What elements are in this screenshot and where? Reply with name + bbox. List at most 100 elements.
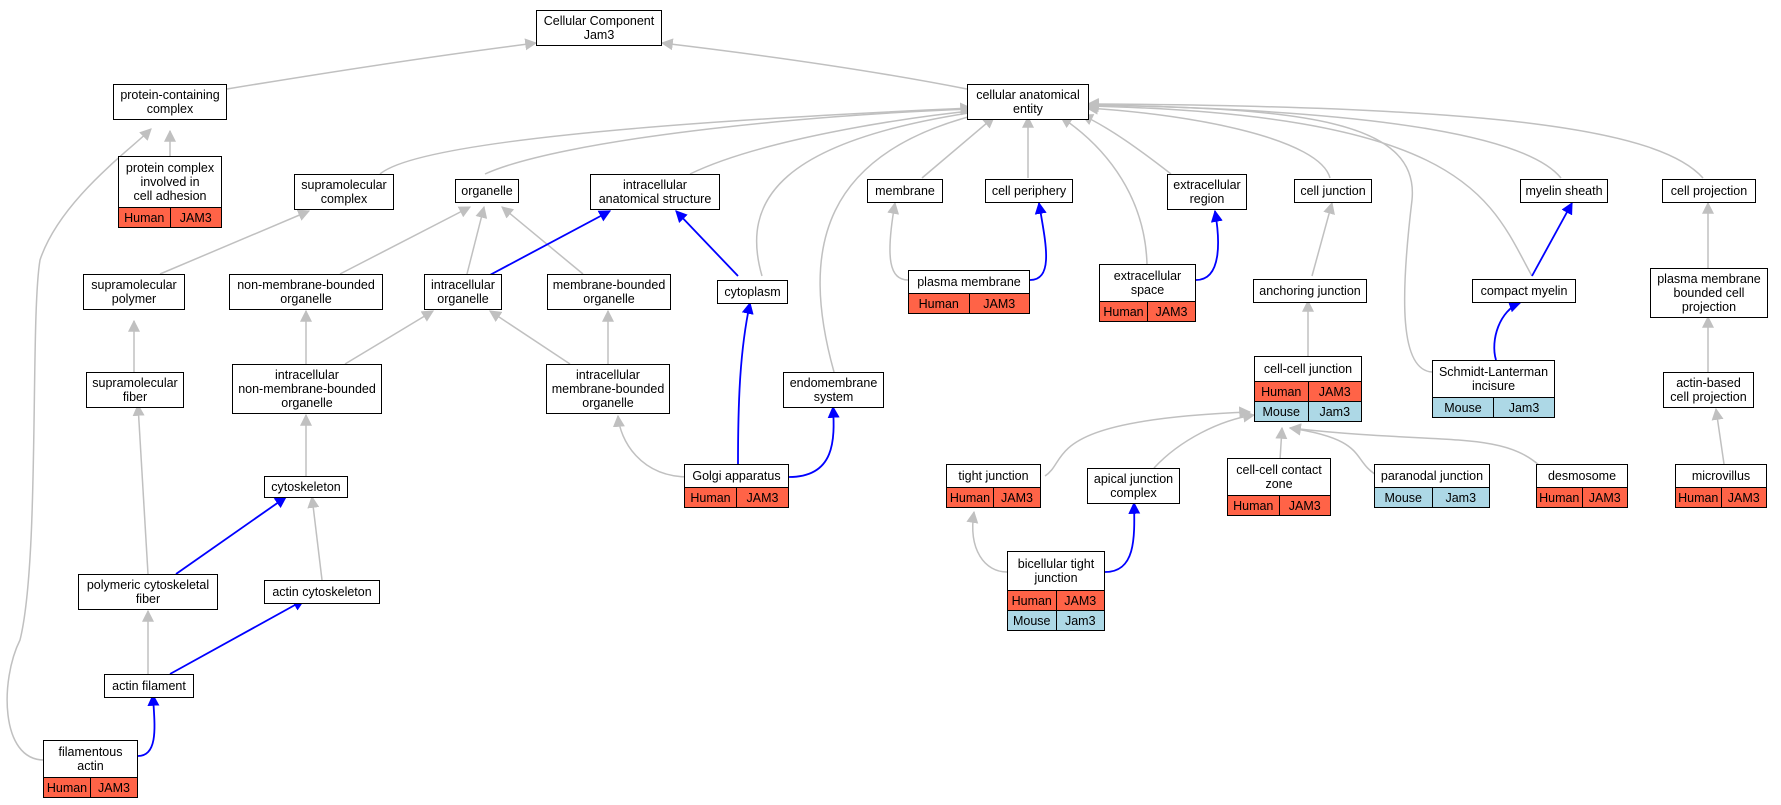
gene-cell: JAM3 bbox=[1581, 488, 1628, 507]
node-label: microvillus bbox=[1691, 469, 1751, 483]
node-intracellular-organelle[interactable]: intracellular organelle bbox=[424, 274, 502, 310]
node-supramolecular-polymer[interactable]: supramolecular polymer bbox=[83, 274, 185, 310]
node-label: endomembrane system bbox=[789, 376, 878, 404]
gene-cell: JAM3 bbox=[1055, 591, 1105, 610]
node-cytoskeleton[interactable]: cytoskeleton bbox=[264, 476, 348, 498]
node-label: cytoplasm bbox=[724, 285, 781, 299]
edge-ms-cae bbox=[1086, 99, 1562, 179]
node-intracellular-membrane-bounded-organelle[interactable]: intracellular membrane-bounded organelle bbox=[546, 364, 670, 414]
gene-cell: Jam3 bbox=[1493, 398, 1554, 417]
node-actin-cytoskeleton[interactable]: actin cytoskeleton bbox=[264, 580, 380, 604]
edge-ecr-cae bbox=[1080, 114, 1172, 175]
node-compact-myelin[interactable]: compact myelin bbox=[1472, 279, 1576, 303]
node-label: supramolecular polymer bbox=[91, 278, 177, 306]
edge-fa-pcc bbox=[6, 128, 152, 761]
node-label: cell periphery bbox=[991, 184, 1067, 198]
node-cellular-component-jam3[interactable]: Cellular Component Jam3 bbox=[536, 10, 662, 46]
node-anchoring-junction[interactable]: anchoring junction bbox=[1253, 279, 1367, 303]
node-polymeric-cytoskeletal-fiber[interactable]: polymeric cytoskeletal fiber bbox=[78, 574, 218, 610]
node-protein-complex-involved-in-cell-adhesion[interactable]: protein complex involved in cell adhesio… bbox=[118, 156, 222, 228]
species-cell: Human bbox=[1678, 490, 1719, 505]
node-cell-periphery[interactable]: cell periphery bbox=[985, 179, 1073, 203]
node-non-membrane-bounded-organelle[interactable]: non-membrane-bounded organelle bbox=[229, 274, 383, 310]
node-label: actin cytoskeleton bbox=[272, 585, 372, 599]
edge-smp-smc bbox=[159, 209, 311, 275]
edge-pj-ccj bbox=[1288, 423, 1379, 477]
node-paranodal-junction[interactable]: paranodal junction Mouse Jam3 bbox=[1374, 464, 1490, 508]
node-myelin-sheath[interactable]: myelin sheath bbox=[1520, 179, 1608, 203]
node-label: cell junction bbox=[1300, 184, 1366, 198]
node-schmidt-lanterman-incisure[interactable]: Schmidt-Lanterman incisure Mouse Jam3 bbox=[1432, 360, 1555, 418]
edge-smc-cae bbox=[379, 102, 973, 175]
is-a-edges bbox=[6, 38, 1725, 761]
node-label: cellular anatomical entity bbox=[976, 88, 1080, 116]
edge-tj-ccj bbox=[1044, 406, 1252, 477]
node-actin-filament[interactable]: actin filament bbox=[104, 674, 194, 698]
node-intracellular-non-membrane-bounded-organelle[interactable]: intracellular non-membrane-bounded organ… bbox=[232, 364, 382, 414]
node-cell-projection[interactable]: cell projection bbox=[1662, 179, 1756, 203]
node-label: supramolecular fiber bbox=[92, 376, 178, 404]
node-label: non-membrane-bounded organelle bbox=[237, 278, 375, 306]
edge-cae-root bbox=[660, 38, 968, 90]
node-label: myelin sheath bbox=[1525, 184, 1603, 198]
node-plasma-membrane[interactable]: plasma membrane Human JAM3 bbox=[908, 270, 1030, 314]
edge-pm-cp bbox=[1029, 201, 1047, 281]
node-filamentous-actin[interactable]: filamentous actin Human JAM3 bbox=[43, 740, 138, 798]
node-label: membrane-bounded organelle bbox=[552, 278, 666, 306]
annotation-row-human: Human JAM3 bbox=[1255, 381, 1361, 401]
node-apical-junction-complex[interactable]: apical junction complex bbox=[1087, 468, 1180, 504]
node-intracellular-anatomical-structure[interactable]: intracellular anatomical structure bbox=[590, 174, 720, 210]
edge-sli-cm bbox=[1493, 300, 1522, 361]
edge-cyto-ias bbox=[675, 210, 739, 277]
node-tight-junction[interactable]: tight junction Human JAM3 bbox=[946, 464, 1041, 508]
node-membrane[interactable]: membrane bbox=[867, 179, 943, 203]
node-cell-cell-contact-zone[interactable]: cell-cell contact zone Human JAM3 bbox=[1227, 458, 1331, 516]
node-label: actin filament bbox=[112, 679, 186, 693]
node-extracellular-space[interactable]: extracellular space Human JAM3 bbox=[1099, 264, 1196, 322]
node-cell-junction[interactable]: cell junction bbox=[1294, 179, 1372, 203]
species-cell: Human bbox=[949, 490, 991, 505]
node-extracellular-region[interactable]: extracellular region bbox=[1167, 174, 1247, 210]
node-label: plasma membrane bbox=[917, 275, 1021, 289]
edge-af-acsk bbox=[169, 599, 306, 675]
species-cell: Human bbox=[690, 490, 731, 505]
node-membrane-bounded-organelle[interactable]: membrane-bounded organelle bbox=[547, 274, 671, 310]
edge-cyto-cae bbox=[755, 106, 984, 277]
annotation-row-human: Human JAM3 bbox=[1100, 301, 1195, 321]
node-actin-based-cell-projection[interactable]: actin-based cell projection bbox=[1663, 372, 1754, 408]
node-microvillus[interactable]: microvillus Human JAM3 bbox=[1675, 464, 1767, 508]
node-supramolecular-fiber[interactable]: supramolecular fiber bbox=[86, 372, 184, 408]
species-cell: Human bbox=[1233, 498, 1274, 513]
node-label: extracellular region bbox=[1173, 178, 1241, 206]
node-organelle[interactable]: organelle bbox=[455, 179, 519, 203]
node-cellular-anatomical-entity[interactable]: cellular anatomical entity bbox=[967, 84, 1089, 120]
species-cell: Human bbox=[1539, 490, 1580, 505]
edge-cproj-cae bbox=[1086, 98, 1704, 179]
node-label: desmosome bbox=[1547, 469, 1617, 483]
gene-cell: Jam3 bbox=[1431, 488, 1490, 507]
edge-pcf-csk bbox=[175, 496, 287, 575]
annotation-row-human: Human JAM3 bbox=[909, 293, 1029, 313]
node-label: bicellular tight junction bbox=[1017, 557, 1095, 585]
edge-es-cae bbox=[819, 108, 990, 373]
edge-ecs-cae bbox=[1060, 116, 1148, 265]
node-cell-cell-junction[interactable]: cell-cell junction Human JAM3 Mouse Jam3 bbox=[1254, 356, 1362, 422]
edge-golgi-es bbox=[788, 405, 840, 478]
gene-cell: JAM3 bbox=[90, 778, 137, 797]
node-protein-containing-complex[interactable]: protein-containing complex bbox=[113, 84, 227, 120]
edge-pm-mem bbox=[887, 201, 909, 281]
node-cytoplasm[interactable]: cytoplasm bbox=[717, 280, 788, 304]
node-desmosome[interactable]: desmosome Human JAM3 bbox=[1536, 464, 1628, 508]
gene-cell: JAM3 bbox=[993, 488, 1040, 507]
node-golgi-apparatus[interactable]: Golgi apparatus Human JAM3 bbox=[684, 464, 789, 508]
node-plasma-membrane-bounded-cell-projection[interactable]: plasma membrane bounded cell projection bbox=[1650, 268, 1768, 318]
edge-desm-ccj bbox=[1288, 423, 1541, 467]
node-supramolecular-complex[interactable]: supramolecular complex bbox=[294, 174, 394, 210]
node-bicellular-tight-junction[interactable]: bicellular tight junction Human JAM3 Mou… bbox=[1007, 551, 1105, 631]
edge-mv-abcp bbox=[1711, 407, 1725, 465]
edge-io-org bbox=[466, 205, 488, 275]
node-label: intracellular membrane-bounded organelle bbox=[551, 368, 665, 410]
node-endomembrane-system[interactable]: endomembrane system bbox=[783, 372, 884, 408]
node-label: protein-containing complex bbox=[120, 88, 220, 116]
annotation-row-human: Human JAM3 bbox=[947, 487, 1040, 507]
